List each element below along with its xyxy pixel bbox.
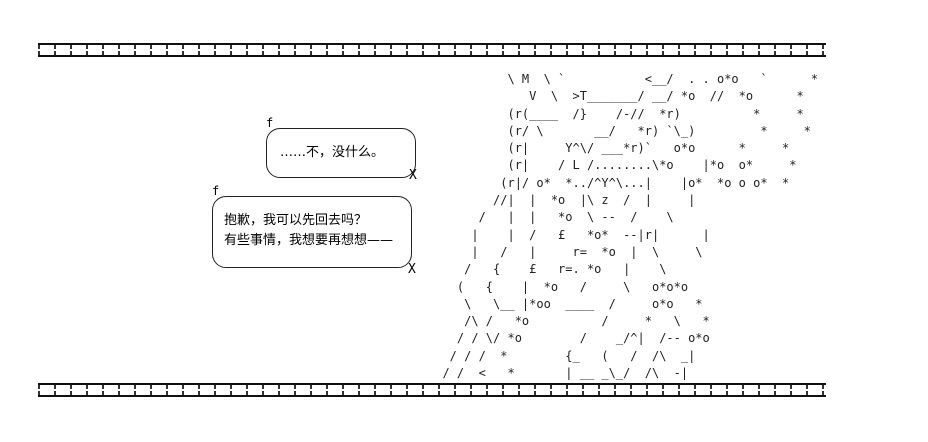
- art-line: | | / £ *o* --|r| |: [428, 227, 710, 242]
- art-line: / / / * {_ ( / /\ _|: [428, 348, 696, 363]
- art-line: (r| Y^\/ ___*r)` o*o * *: [428, 141, 790, 156]
- art-line: / | | *o \ -- / \: [428, 210, 674, 225]
- speech-bubble-1: [266, 128, 416, 178]
- speech-bubble-2-line-1: 抱歉，我可以先回去吗？: [224, 213, 368, 228]
- bottom-border-strip: [38, 383, 826, 397]
- art-line: / { £ r=. *o | \: [428, 262, 667, 277]
- art-line: (r| / L /........\*o |*o o* *: [428, 158, 797, 173]
- art-line: \ M \ ` <__/ . . o*o ` *: [428, 72, 819, 86]
- art-line: | / | r= *o | \ \: [428, 244, 703, 259]
- bubble-1-corner-mark: f: [266, 116, 274, 130]
- art-line: V \ >T_______/ __/ *o // *o *: [428, 89, 804, 104]
- art-line: ( { | *o / \ o*o*o: [428, 279, 689, 294]
- art-line: / / < * | __ _\_/ /\ -|: [428, 366, 689, 381]
- art-line: (r/ \ __/ *r) `\_) * *: [428, 123, 811, 138]
- art-line: (r|/ o* *../^Y^\...| |o* *o o o* *: [428, 175, 790, 190]
- ascii-art-figure: \ M \ ` <__/ . . o*o ` * V \ >T_______/ …: [428, 71, 818, 382]
- speech-bubble-1-text: ……不，没什么。: [280, 145, 385, 160]
- top-border-strip: [38, 43, 826, 57]
- art-line: (r(____ /} /-// *r) * *: [428, 106, 804, 121]
- speech-bubble-2: [212, 196, 412, 268]
- art-line: /\ / *o / * \ *: [428, 314, 710, 329]
- speech-bubble-2-line-2: 有些事情，我想要再想想——: [224, 233, 394, 248]
- bubble-2-tail: X: [408, 262, 416, 277]
- bubble-1-tail: X: [409, 168, 417, 183]
- art-line: / / \/ *o / _/^| /-- o*o: [428, 331, 710, 346]
- bubble-2-corner-mark: f: [212, 184, 220, 198]
- art-line: \ \__ |*oo ____ / o*o *: [428, 296, 703, 311]
- art-line: //| | *o |\ z / | |: [428, 193, 696, 208]
